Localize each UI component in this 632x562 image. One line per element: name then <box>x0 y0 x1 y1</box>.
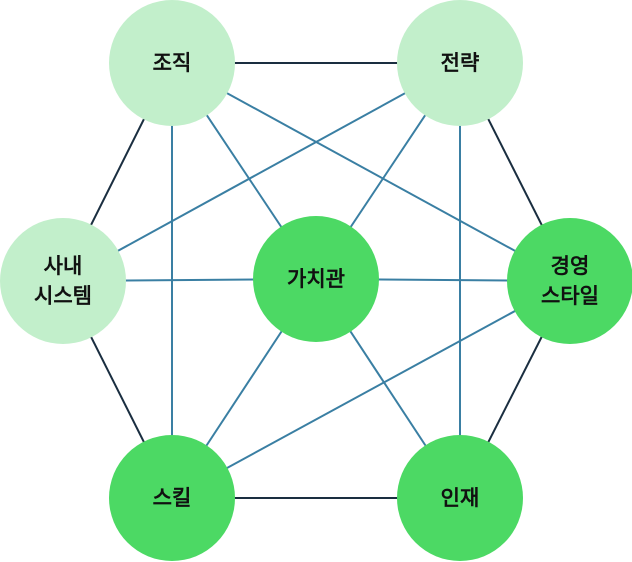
node-shared-values: 가치관 <box>253 216 379 342</box>
node-circle <box>253 216 379 342</box>
node-circle <box>507 218 632 344</box>
node-organization: 조직 <box>109 0 235 126</box>
node-label: 전략 <box>441 51 480 75</box>
node-label: 시스템 <box>34 284 92 308</box>
inner-edge-organization-management_style <box>171 62 571 282</box>
inner-edge-management_style-skills <box>171 280 571 499</box>
node-label: 스타일 <box>541 284 599 308</box>
inner-edge-strategy-internal_systems <box>62 62 461 282</box>
node-circle <box>109 435 235 561</box>
node-circle <box>397 435 523 561</box>
node-label: 사내 <box>44 254 83 278</box>
node-circle <box>397 0 523 126</box>
node-circle <box>0 218 126 344</box>
node-label: 가치관 <box>287 267 345 291</box>
node-staff: 인재 <box>397 435 523 561</box>
node-label: 경영 <box>551 254 590 278</box>
node-strategy: 전략 <box>397 0 523 126</box>
node-label: 스킬 <box>153 486 192 510</box>
node-circle <box>109 0 235 126</box>
node-label: 조직 <box>153 51 192 75</box>
node-skills: 스킬 <box>109 435 235 561</box>
node-label: 인재 <box>441 486 480 510</box>
